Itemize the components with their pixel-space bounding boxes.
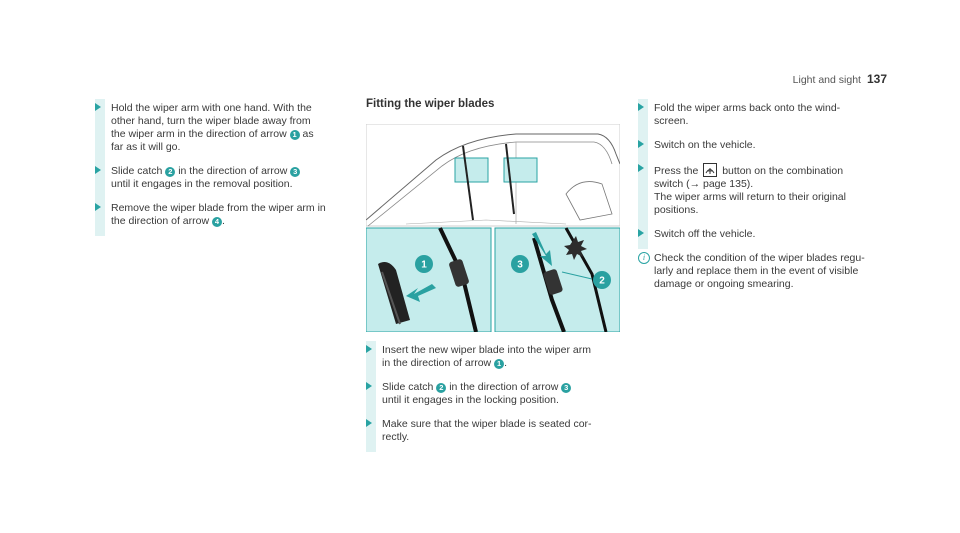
- triangle-arrow-icon: [95, 166, 101, 174]
- instruction-step: Slide catch 2 in the direction of arrow …: [95, 162, 355, 199]
- section-heading: Fitting the wiper blades: [366, 98, 495, 110]
- triangle-arrow-icon: [95, 103, 101, 111]
- step-bar: [366, 341, 376, 378]
- step-text: Remove the wiper blade from the wiper ar…: [111, 202, 355, 228]
- left-column: Hold the wiper arm with one hand. With t…: [95, 99, 355, 239]
- text-line: Hold the wiper arm with one hand. With t…: [111, 102, 312, 114]
- step-bar: [95, 99, 105, 162]
- step-bar: [366, 378, 376, 415]
- wiper-blade-figure: 1 2 3: [365, 123, 621, 333]
- step-text: Slide catch 2 in the direction of arrow …: [111, 165, 355, 191]
- text-line: Slide catch 2 in the direction of arrow …: [382, 381, 628, 394]
- text-line: damage or ongoing smearing.: [654, 278, 794, 290]
- text-line: Insert the new wiper blade into the wipe…: [382, 344, 591, 356]
- right-column: Fold the wiper arms back onto the wind-s…: [638, 99, 888, 299]
- text-line: Remove the wiper blade from the wiper ar…: [111, 202, 326, 214]
- text-line: larly and replace them in the event of v…: [654, 265, 859, 277]
- text-line: Slide catch 2 in the direction of arrow …: [111, 165, 355, 178]
- callout-number-1: 1: [494, 359, 505, 369]
- triangle-arrow-icon: [366, 345, 372, 353]
- text-line: Switch off the vehicle.: [654, 228, 756, 240]
- step-bar: [638, 136, 648, 160]
- callout-1: 1: [421, 260, 427, 271]
- callout-3: 3: [517, 260, 523, 271]
- text-line: Make sure that the wiper blade is seated…: [382, 418, 592, 430]
- callout-number-1: 1: [289, 130, 300, 140]
- text-line: until it engages in the locking position…: [382, 394, 559, 406]
- text-line: in the direction of arrow 1.: [382, 357, 507, 369]
- instruction-step: Slide catch 2 in the direction of arrow …: [366, 378, 628, 415]
- step-text: Insert the new wiper blade into the wipe…: [382, 344, 628, 370]
- triangle-arrow-icon: [366, 382, 372, 390]
- instruction-step: Hold the wiper arm with one hand. With t…: [95, 99, 355, 162]
- step-bar: [366, 415, 376, 452]
- callout-number-2: 2: [436, 383, 447, 393]
- info-note: i Check the condition of the wiper blades…: [638, 252, 888, 291]
- triangle-arrow-icon: [638, 140, 644, 148]
- text-line: far as it will go.: [111, 141, 181, 153]
- info-text: Check the condition of the wiper blades …: [654, 252, 888, 291]
- text-line: the direction of arrow 4.: [111, 215, 225, 227]
- instruction-step: Insert the new wiper blade into the wipe…: [366, 341, 628, 378]
- text-line: other hand, turn the wiper blade away fr…: [111, 115, 311, 127]
- wiper-service-icon: [703, 163, 718, 177]
- instruction-step: Switch on the vehicle.: [638, 136, 888, 160]
- step-text: Make sure that the wiper blade is seated…: [382, 418, 628, 444]
- instruction-step: Remove the wiper blade from the wiper ar…: [95, 199, 355, 236]
- triangle-arrow-icon: [638, 164, 644, 172]
- text-line: The wiper arms will return to their orig…: [654, 191, 846, 203]
- step-bar: [638, 99, 648, 136]
- callout-number-2: 2: [165, 167, 176, 177]
- triangle-arrow-icon: [95, 203, 101, 211]
- triangle-arrow-icon: [638, 103, 644, 111]
- step-bar: [95, 199, 105, 236]
- callout-number-4: 4: [211, 217, 222, 227]
- step-text: Hold the wiper arm with one hand. With t…: [111, 102, 355, 154]
- step-bar: [638, 225, 648, 249]
- instruction-step: Make sure that the wiper blade is seated…: [366, 415, 628, 452]
- triangle-arrow-icon: [366, 419, 372, 427]
- step-bar: [95, 162, 105, 199]
- text-line: Fold the wiper arms back onto the wind-: [654, 102, 841, 114]
- step-text: Switch on the vehicle.: [654, 139, 888, 152]
- triangle-arrow-icon: [638, 229, 644, 237]
- callout-number-3: 3: [561, 383, 572, 393]
- callout-2: 2: [599, 276, 605, 287]
- wiper-illustration: 1 2 3: [365, 123, 621, 333]
- instruction-step: Switch off the vehicle.: [638, 225, 888, 249]
- step-text: Slide catch 2 in the direction of arrow …: [382, 381, 628, 407]
- text-line: the wiper arm in the direction of arrow …: [111, 128, 314, 140]
- text-line: screen.: [654, 115, 689, 127]
- text-line: Switch on the vehicle.: [654, 139, 756, 151]
- text-line: Press the button on the combination: [654, 163, 844, 177]
- info-icon: i: [638, 252, 650, 264]
- text-line: rectly.: [382, 431, 410, 443]
- callout-number-3: 3: [290, 167, 301, 177]
- text-line: positions.: [654, 204, 699, 216]
- text-line: until it engages in the removal position…: [111, 178, 293, 190]
- page-number: 137: [866, 72, 887, 86]
- text-line: Check the condition of the wiper blades …: [654, 252, 865, 264]
- step-text: Fold the wiper arms back onto the wind-s…: [654, 102, 888, 128]
- page-header: Light and sight 137: [793, 72, 887, 86]
- instruction-step: Fold the wiper arms back onto the wind-s…: [638, 99, 888, 136]
- step-text: Switch off the vehicle.: [654, 228, 888, 241]
- text-line: switch (→ page 135).: [654, 178, 754, 190]
- section-title: Light and sight: [792, 74, 861, 86]
- middle-column: Insert the new wiper blade into the wipe…: [366, 341, 628, 455]
- step-bar: [638, 160, 648, 225]
